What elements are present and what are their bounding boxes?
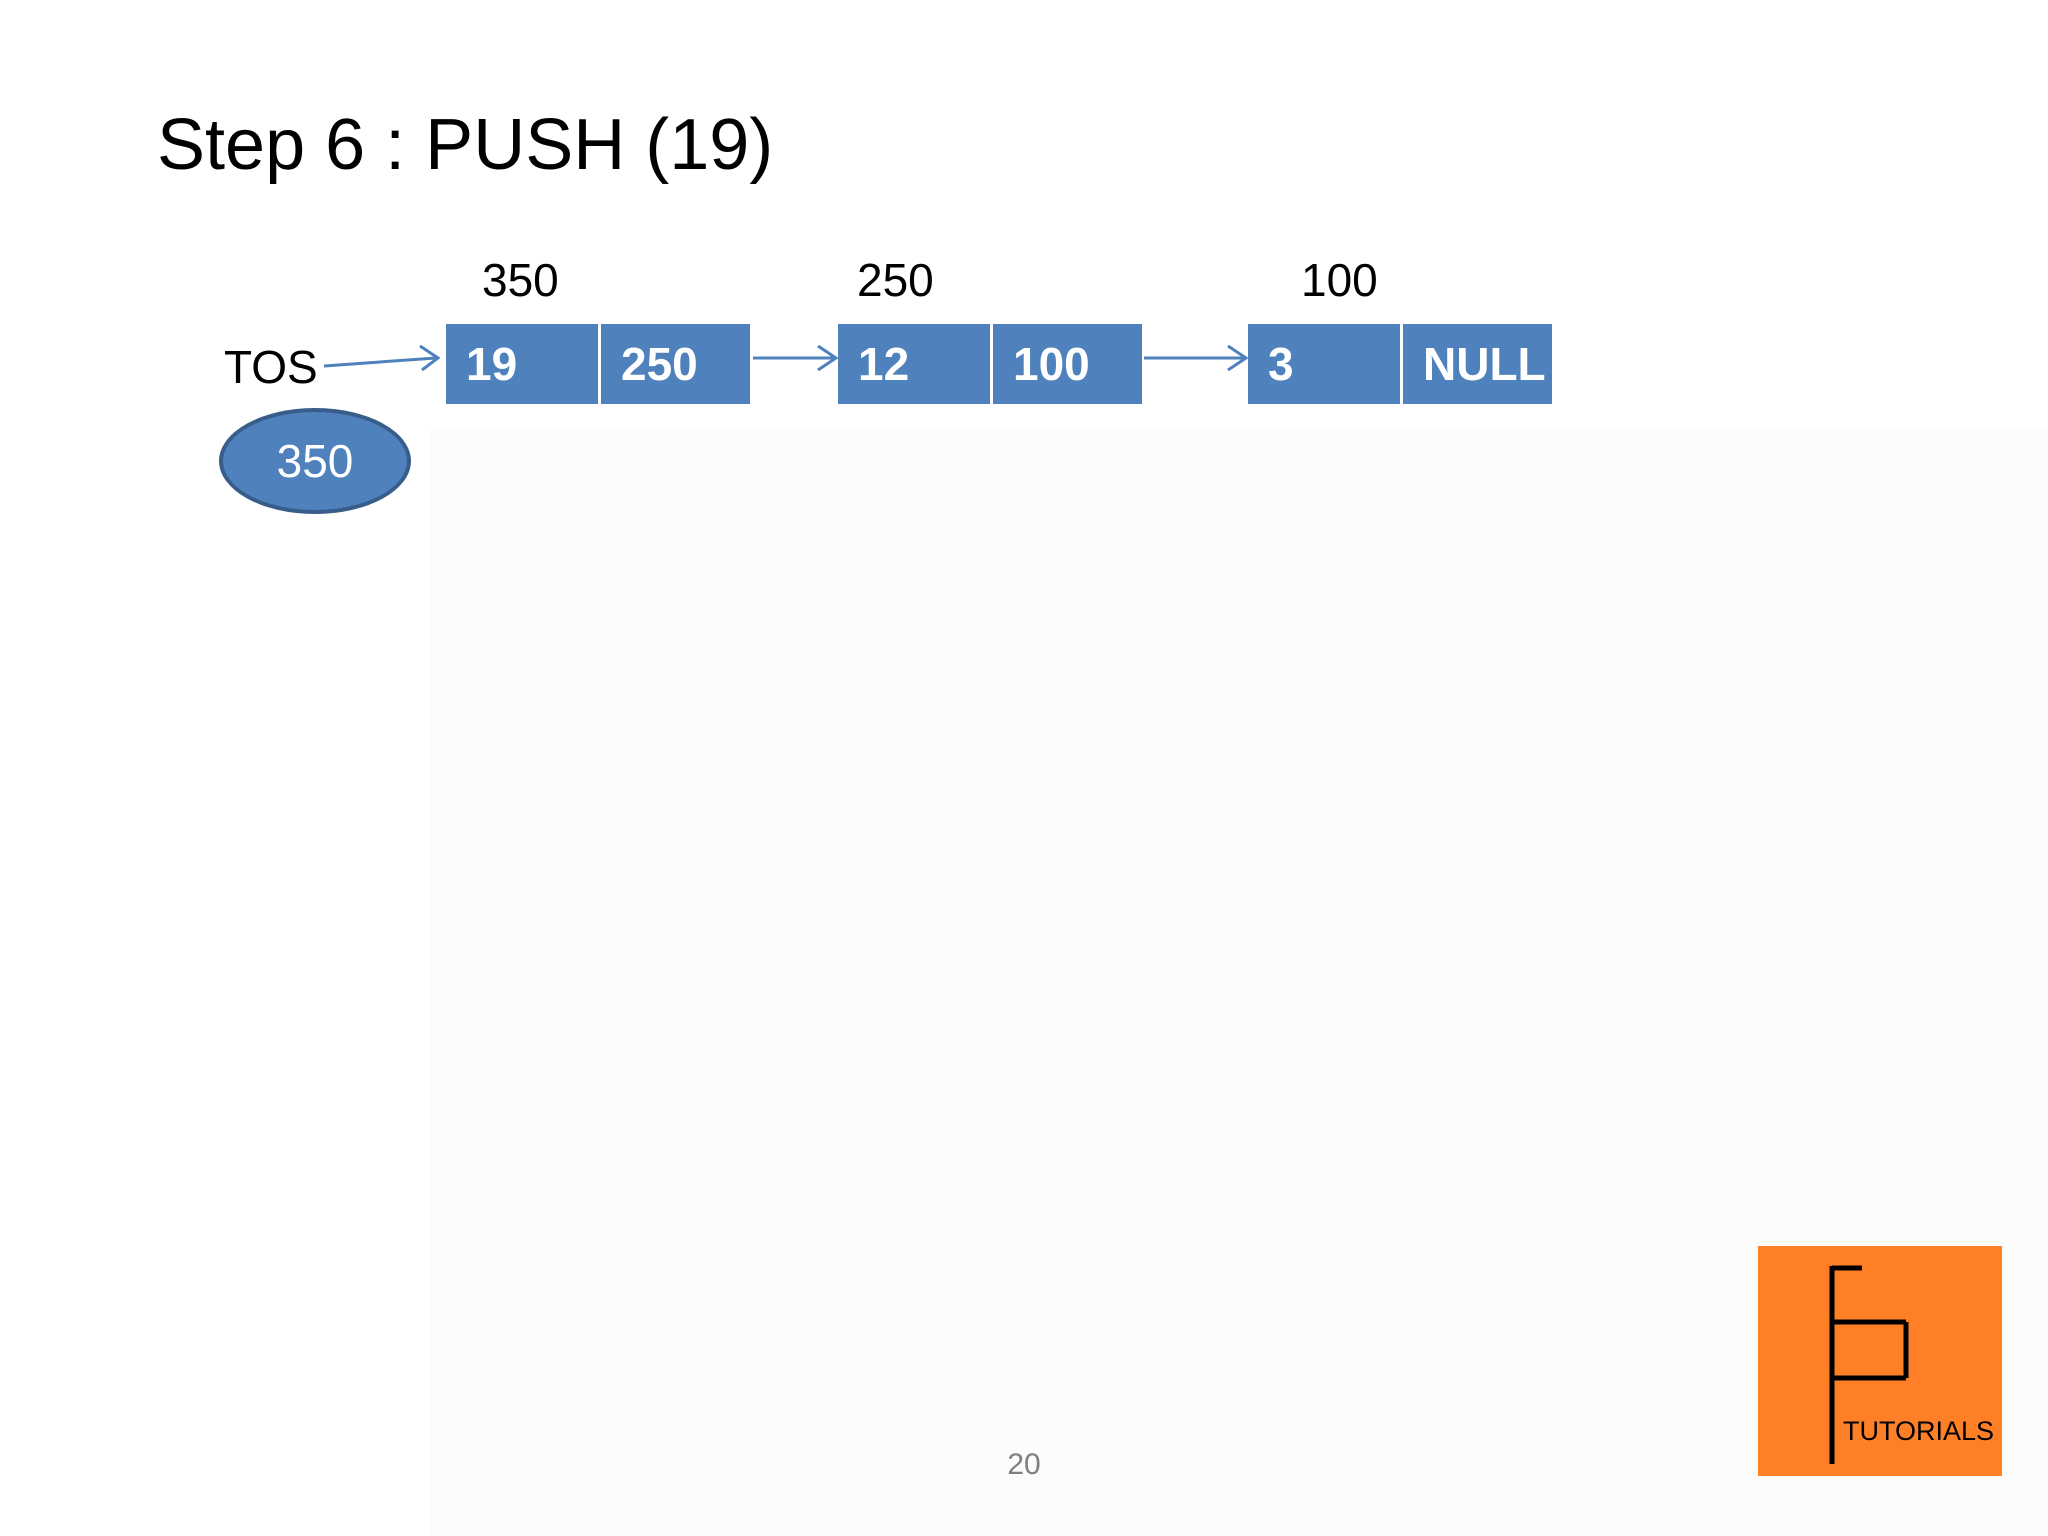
node-1-data-cell: 19	[446, 324, 598, 404]
node-3-data-cell: 3	[1248, 324, 1400, 404]
slide-title: Step 6 : PUSH (19)	[157, 105, 774, 185]
node-2-address: 250	[857, 254, 934, 306]
stack-node-2: 12 100	[838, 324, 1142, 404]
node-3-next-cell: NULL	[1400, 324, 1552, 404]
tos-value-oval: 350	[219, 408, 411, 514]
node-2-next-cell: 100	[990, 324, 1142, 404]
node-1-next-cell: 250	[598, 324, 750, 404]
tos-to-node-1-arrow	[323, 344, 441, 372]
logo: TUTORIALS	[1758, 1246, 2002, 1476]
node-2-data-cell: 12	[838, 324, 990, 404]
stack-node-3: 3 NULL	[1248, 324, 1552, 404]
node-3-address: 100	[1301, 254, 1378, 306]
node-1-address: 350	[482, 254, 559, 306]
logo-text: TUTORIALS	[1843, 1416, 1995, 1446]
page-number: 20	[1007, 1448, 1041, 1481]
tos-label: TOS	[224, 341, 318, 393]
node-1-to-node-2-arrow	[753, 344, 839, 372]
logo-mark-icon	[1829, 1265, 1909, 1464]
stack-node-1: 19 250	[446, 324, 750, 404]
node-2-to-node-3-arrow	[1144, 344, 1249, 372]
